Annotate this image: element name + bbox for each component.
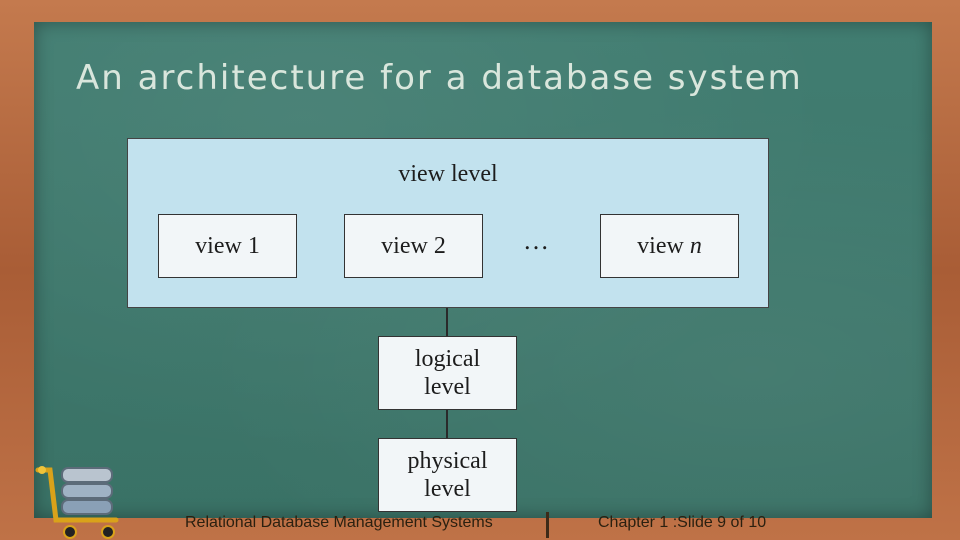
footer-separator xyxy=(546,512,549,538)
logical-line2: level xyxy=(424,374,471,400)
physical-level-box: physical level xyxy=(378,438,517,512)
footer-slide-info: Chapter 1 :Slide 9 of 10 xyxy=(598,514,767,531)
connector-view-logical xyxy=(446,306,448,336)
views-ellipsis: … xyxy=(523,226,549,255)
slide-title: An architecture for a database system xyxy=(76,58,803,98)
view-1-box: view 1 xyxy=(158,214,297,278)
view-n-label: view n xyxy=(637,232,702,259)
footer-course: Relational Database Management Systems xyxy=(185,514,493,531)
physical-line2: level xyxy=(424,476,471,502)
database-cart-icon xyxy=(35,466,119,539)
view-2-box: view 2 xyxy=(344,214,483,278)
view-1-label: view 1 xyxy=(195,232,260,259)
connector-logical-physical xyxy=(446,408,448,438)
physical-line1: physical xyxy=(407,448,488,474)
logical-line1: logical xyxy=(414,346,481,372)
view-level-label: view level xyxy=(398,161,498,187)
logical-level-box: logical level xyxy=(378,336,517,410)
view-n-box: view n xyxy=(600,214,739,278)
view-2-label: view 2 xyxy=(381,232,446,259)
